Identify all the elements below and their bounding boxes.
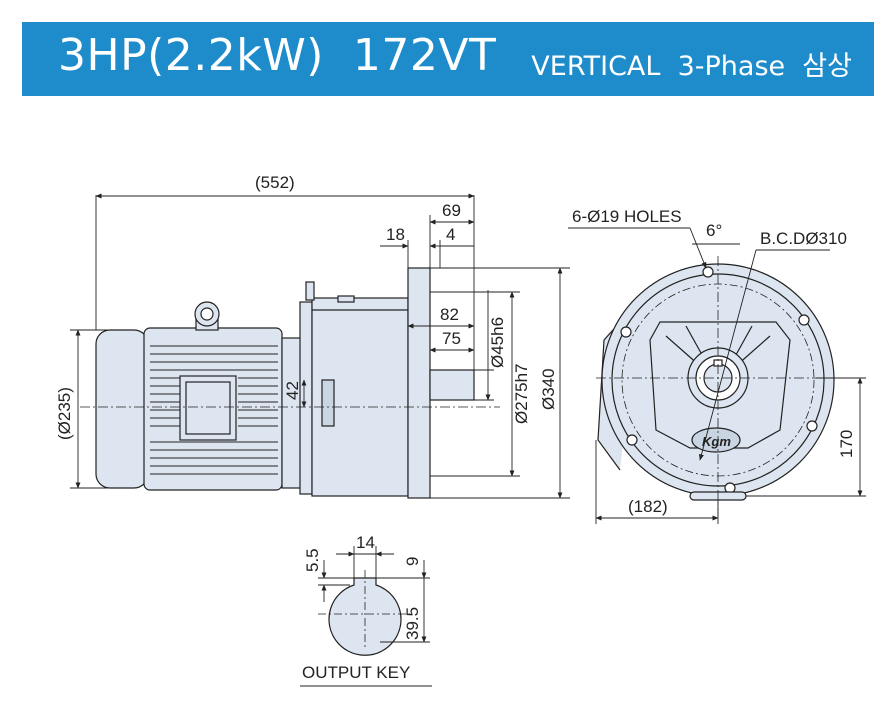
dim-82: 82: [440, 305, 459, 324]
dim-overall-length: (552): [255, 173, 295, 192]
dim-75: 75: [442, 329, 461, 348]
dim-holes: 6-Ø19 HOLES: [572, 207, 682, 226]
kgm-logo-text: Kgm: [702, 434, 731, 449]
output-key-view: [318, 570, 410, 656]
model-title: 3HP(2.2kW) 172VT: [58, 30, 497, 81]
dim-key-14: 14: [356, 533, 375, 552]
dim-shaft-diameter: Ø45h6: [488, 317, 507, 368]
dim-bcd: B.C.DØ310: [760, 229, 847, 248]
dim-key-39-5: 39.5: [403, 607, 422, 640]
motor-cooling-fins: [150, 345, 278, 475]
output-flange: [407, 267, 431, 499]
dim-4: 4: [446, 225, 455, 244]
mounting-holes: [620, 266, 818, 494]
dim-motor-diameter: (Ø235): [55, 387, 74, 440]
model-subtitle: VERTICAL 3-Phase 삼상: [531, 51, 852, 82]
terminal-box: [179, 375, 237, 441]
end-view: Kgm: [596, 256, 850, 516]
dim-pilot-diameter: Ø275h7: [512, 364, 531, 425]
dim-42: 42: [283, 381, 302, 400]
dim-width-182: (182): [628, 497, 668, 516]
motor-fan-cover: [95, 329, 149, 489]
end-view-dimensions: 6-Ø19 HOLES 6° B.C.DØ310 (182) 170: [568, 207, 866, 524]
output-shaft: [429, 369, 475, 401]
output-key-label: OUTPUT KEY: [302, 663, 410, 682]
output-key-dimensions: 14 5.5 9 39.5 OUTPUT KEY: [300, 533, 432, 687]
side-view: [80, 267, 500, 499]
dim-angle: 6°: [706, 221, 722, 240]
side-view-dimensions: (552) 69 18 4 82 75 42 Ø45h6 Ø275h7: [55, 173, 570, 499]
dim-18: 18: [386, 225, 405, 244]
dim-flange-diameter: Ø340: [539, 368, 558, 410]
dim-key-5-5: 5.5: [303, 548, 322, 572]
title-banner: 3HP(2.2kW) 172VT VERTICAL 3-Phase 삼상: [22, 22, 874, 96]
dim-height-170: 170: [837, 430, 856, 458]
dim-key-9: 9: [403, 557, 422, 566]
dim-69: 69: [442, 201, 461, 220]
